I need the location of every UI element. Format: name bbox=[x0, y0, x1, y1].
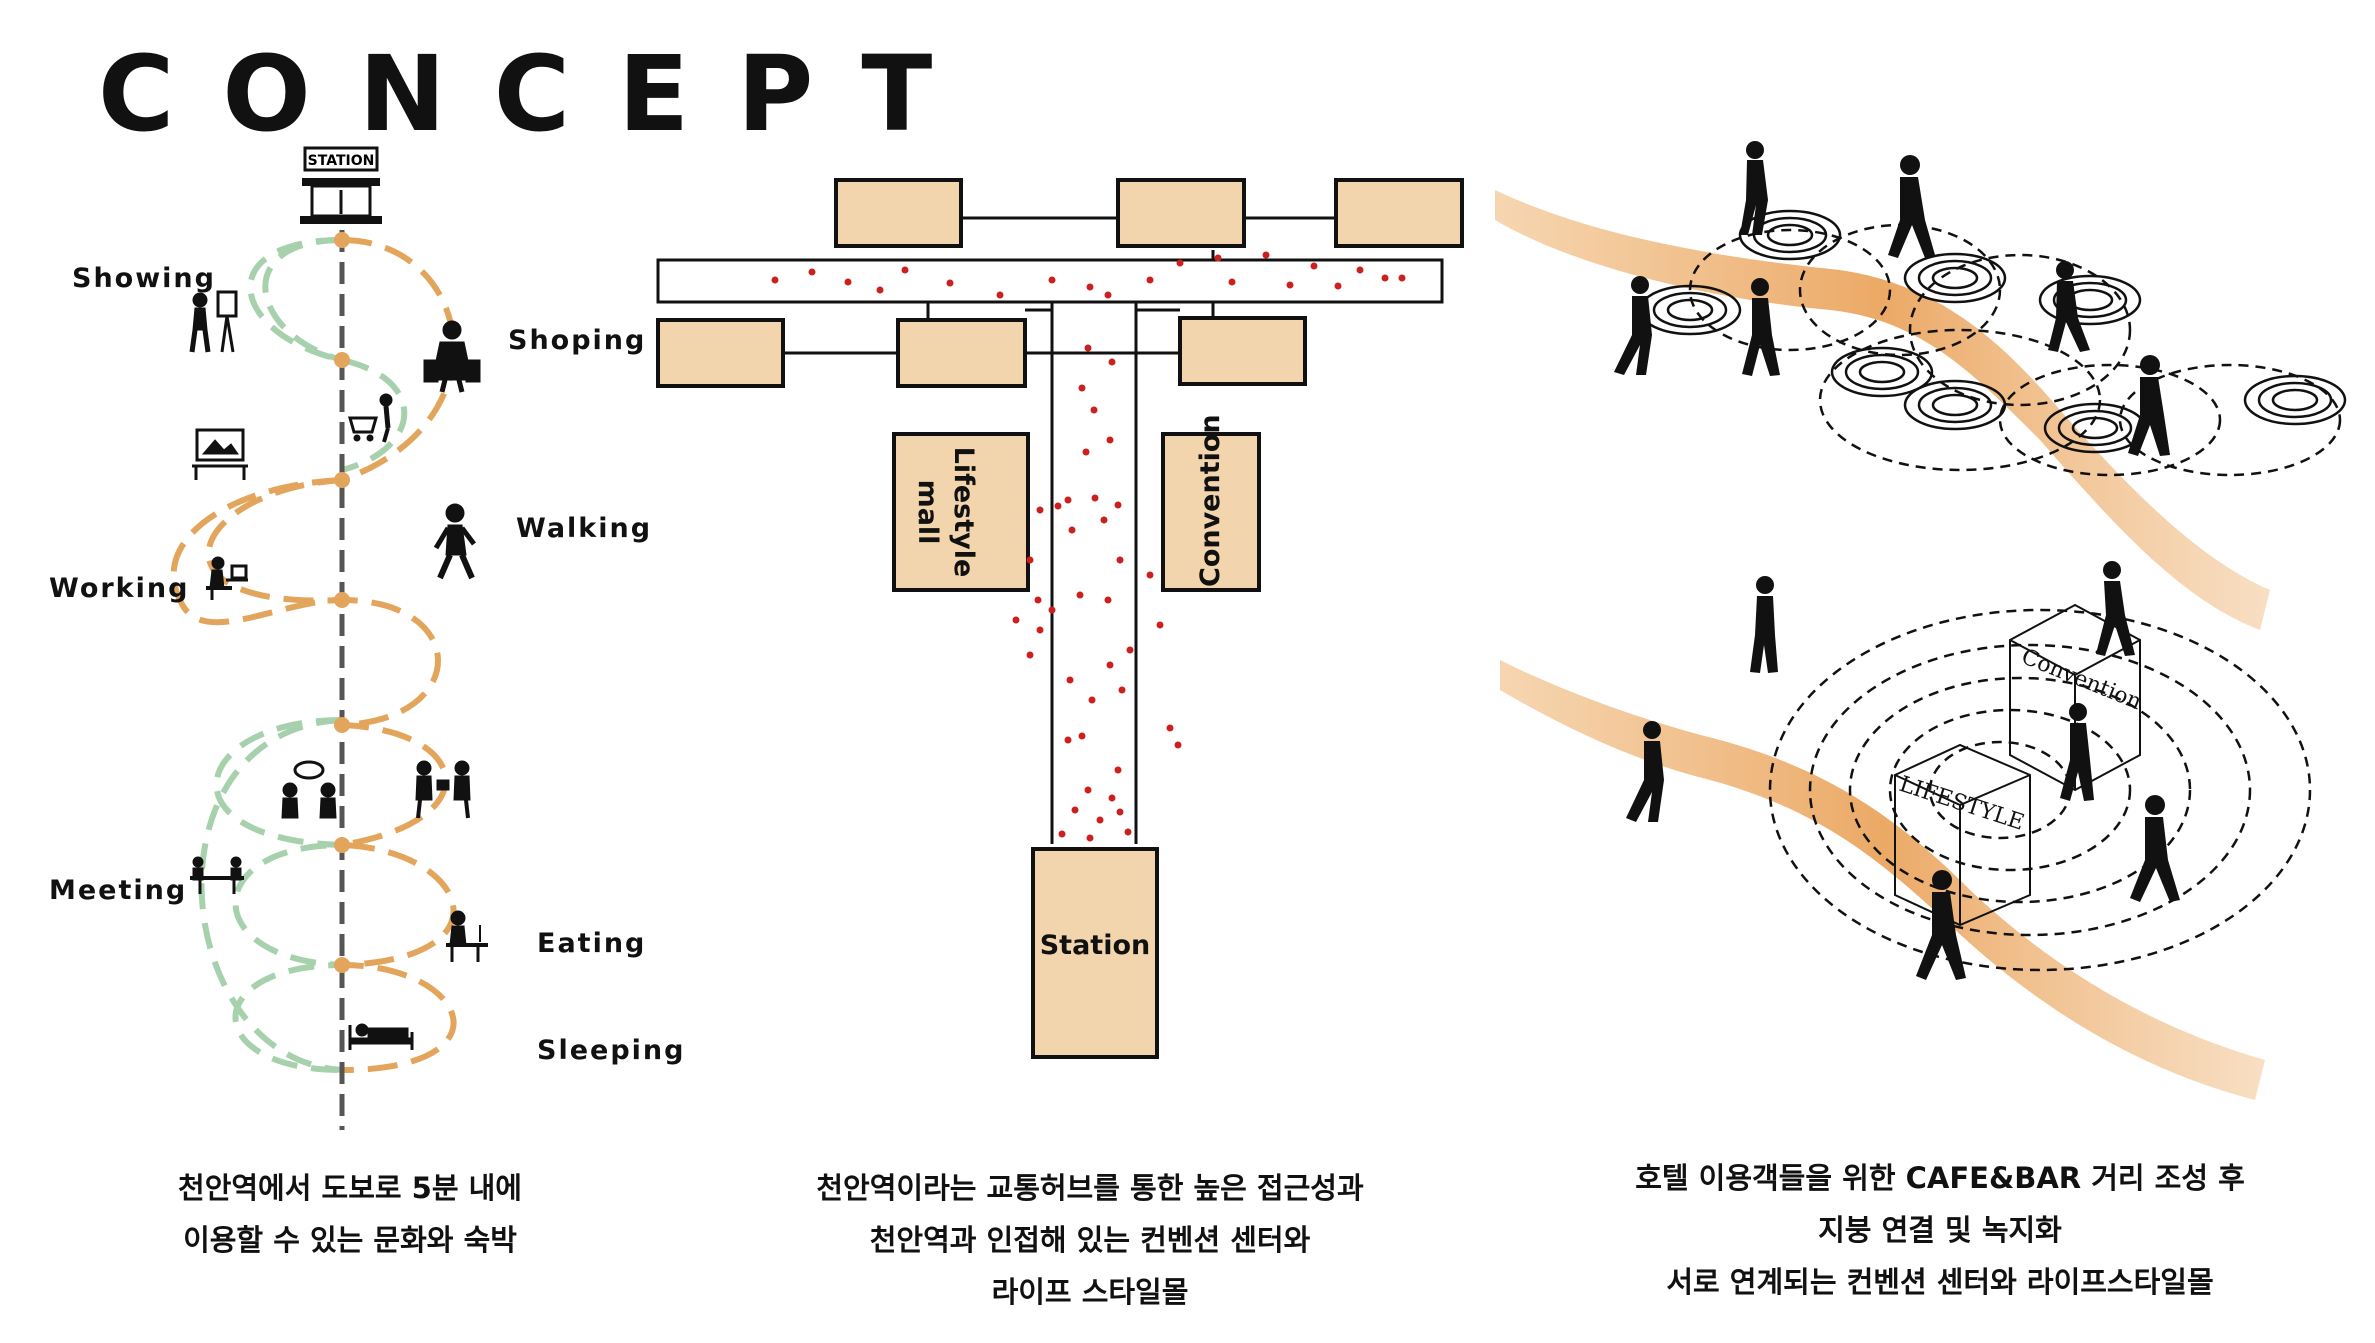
iso-lifestyle-label: LIFESTYLE bbox=[1896, 772, 2027, 836]
activity-ribbon-diagram: STATION bbox=[170, 146, 488, 1130]
person-silhouette bbox=[1888, 155, 1935, 258]
shopping-icon bbox=[423, 320, 481, 393]
person-silhouette bbox=[2096, 561, 2135, 656]
lower-street-band bbox=[1500, 660, 2265, 1100]
working-icon bbox=[206, 556, 248, 600]
label-meeting: Meeting bbox=[49, 875, 188, 906]
caption-right: 호텔 이용객들을 위한 CAFE&BAR 거리 조성 후 지붕 연결 및 녹지화… bbox=[1575, 1152, 2305, 1308]
person-silhouette bbox=[2060, 703, 2094, 801]
person-silhouette bbox=[2048, 261, 2090, 352]
person-silhouette bbox=[1626, 721, 1664, 822]
people-flow-dots bbox=[771, 251, 1406, 842]
pedestrian-silhouettes bbox=[1614, 141, 2180, 980]
caption-middle-line1: 천안역이라는 교통허브를 통한 높은 접근성과 bbox=[816, 1171, 1364, 1205]
plan-block-top-right bbox=[1334, 178, 1464, 248]
person-silhouette bbox=[1614, 276, 1652, 375]
showing-icon bbox=[189, 290, 238, 353]
label-shoping: Shoping bbox=[508, 325, 647, 356]
station-sign-text: STATION bbox=[308, 153, 375, 169]
person-silhouette bbox=[2130, 795, 2180, 902]
meeting-talk-icon bbox=[281, 760, 337, 819]
station-icon: STATION bbox=[300, 146, 382, 224]
caption-right-line2: 지붕 연결 및 녹지화 bbox=[1818, 1213, 2062, 1247]
caption-middle: 천안역이라는 교통허브를 통한 높은 접근성과 천안역과 인접해 있는 컨벤션 … bbox=[740, 1162, 1440, 1318]
walking-icon bbox=[433, 503, 476, 580]
caption-right-line3: 서로 연계되는 컨벤션 센터와 라이프스타일몰 bbox=[1666, 1265, 2214, 1299]
lifestyle-house bbox=[1894, 743, 2031, 927]
person-silhouette bbox=[1750, 576, 1778, 673]
caption-left-line1: 천안역에서 도보로 5분 내에 bbox=[178, 1171, 522, 1205]
cart-icon bbox=[348, 393, 393, 443]
upper-ripples bbox=[1638, 209, 2347, 454]
plan-block-top-center bbox=[1116, 178, 1246, 248]
caption-middle-line3: 라이프 스타일몰 bbox=[991, 1275, 1189, 1309]
plan-block-mid-right bbox=[1178, 316, 1307, 386]
station-block bbox=[1031, 847, 1159, 1059]
person-silhouette bbox=[1740, 141, 1768, 235]
caption-middle-line2: 천안역과 인접해 있는 컨벤션 센터와 bbox=[869, 1223, 1311, 1257]
caption-right-line1: 호텔 이용객들을 위한 CAFE&BAR 거리 조성 후 bbox=[1635, 1161, 2245, 1195]
plan-block-mid-center bbox=[896, 318, 1027, 388]
label-showing: Showing bbox=[72, 263, 216, 294]
person-silhouette bbox=[1742, 278, 1780, 376]
meeting-table-icon bbox=[190, 856, 244, 894]
caption-left: 천안역에서 도보로 5분 내에 이용할 수 있는 문화와 숙박 bbox=[125, 1162, 575, 1266]
lifestyle-mall-block bbox=[892, 432, 1030, 592]
convention-block bbox=[1161, 432, 1261, 592]
t-plan-diagram bbox=[656, 178, 1464, 1059]
plan-block-top-left bbox=[834, 178, 963, 248]
label-sleeping: Sleeping bbox=[537, 1035, 686, 1066]
sleeping-icon bbox=[348, 1023, 414, 1050]
upper-street-band bbox=[1495, 190, 2270, 630]
eating-icon bbox=[446, 910, 488, 962]
upper-connection-loops bbox=[1688, 223, 2342, 477]
caption-left-line2: 이용할 수 있는 문화와 숙박 bbox=[183, 1223, 517, 1257]
green-path bbox=[198, 237, 408, 1073]
person-silhouette bbox=[1916, 870, 1966, 980]
label-working: Working bbox=[49, 573, 190, 604]
label-walking: Walking bbox=[516, 513, 653, 544]
person-silhouette bbox=[2128, 355, 2170, 456]
station-label: Station bbox=[1039, 930, 1151, 961]
axis-nodes bbox=[334, 232, 350, 973]
page-title: CONCEPT bbox=[98, 33, 981, 155]
gallery-icon bbox=[192, 428, 248, 480]
label-eating: Eating bbox=[537, 928, 647, 959]
handshake-icon bbox=[415, 760, 471, 819]
plan-block-mid-left bbox=[656, 318, 785, 388]
